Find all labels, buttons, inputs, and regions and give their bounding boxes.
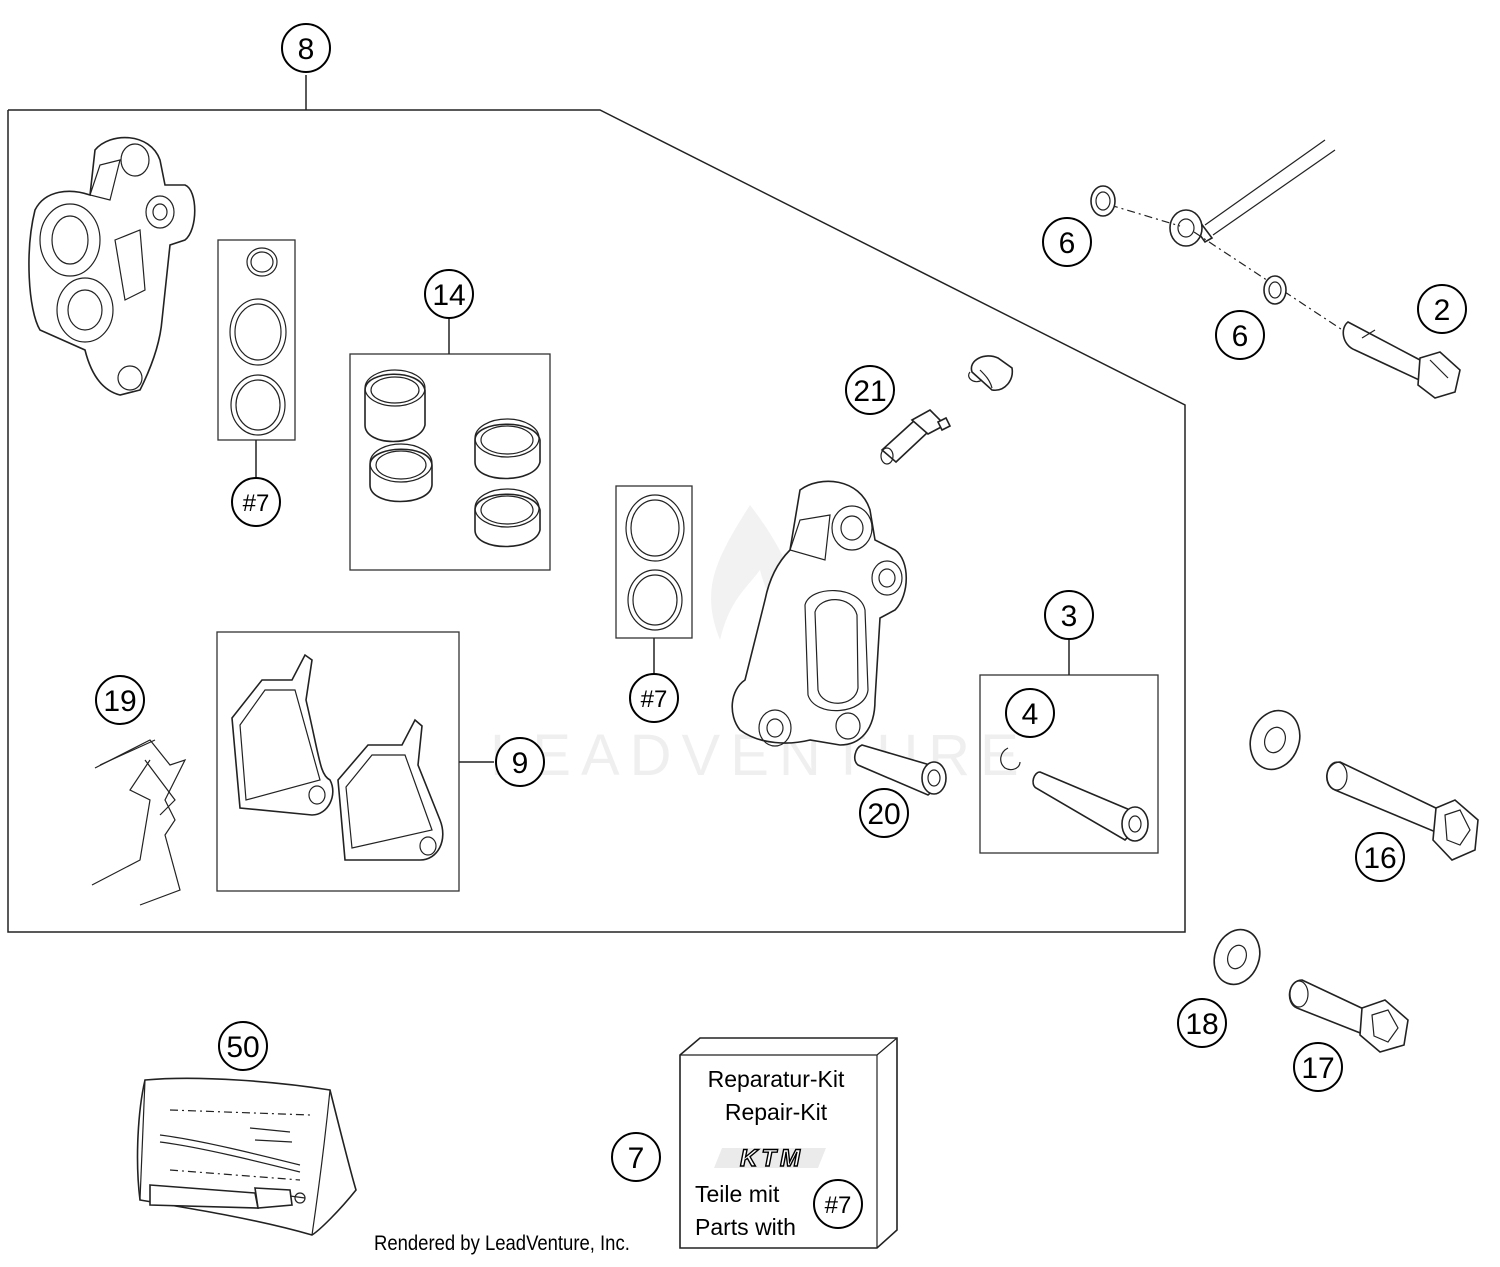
seal-kit-box-middle — [615, 485, 693, 674]
brake-caliper — [731, 480, 907, 747]
svg-text:20: 20 — [867, 798, 900, 831]
svg-text:50: 50 — [226, 1031, 259, 1064]
brake-line — [1109, 139, 1351, 336]
svg-text:#7: #7 — [641, 686, 668, 713]
callout-19[interactable]: 19 — [95, 675, 145, 725]
grease-bag — [136, 1077, 357, 1236]
repair-kit-line3: Teile mit — [695, 1181, 780, 1207]
svg-text:8: 8 — [298, 33, 315, 66]
svg-text:7: 7 — [628, 1142, 645, 1175]
svg-text:6: 6 — [1232, 320, 1249, 353]
callout-21[interactable]: 21 — [845, 365, 895, 415]
svg-text:6: 6 — [1059, 227, 1076, 260]
render-credit: Rendered by LeadVenture, Inc. — [374, 1232, 630, 1255]
callout-18[interactable]: 18 — [1177, 998, 1227, 1048]
brake-pads-box — [216, 631, 494, 892]
svg-text:9: 9 — [512, 747, 529, 780]
svg-text:3: 3 — [1061, 600, 1078, 633]
ktm-logo: KTM — [740, 1145, 804, 1172]
banjo-bolt — [1342, 321, 1461, 399]
callout-7-kit[interactable]: #7 — [825, 1192, 852, 1219]
repair-kit-line1: Reparatur-Kit — [708, 1066, 845, 1092]
callout-17[interactable]: 17 — [1293, 1042, 1343, 1092]
caliper-bracket-top — [28, 136, 196, 396]
svg-text:16: 16 — [1363, 842, 1396, 875]
svg-text:17: 17 — [1301, 1052, 1334, 1085]
callout-50[interactable]: 50 — [218, 1021, 268, 1071]
bleeder-valve — [880, 409, 952, 465]
callout-7[interactable]: 7 — [611, 1132, 661, 1182]
assembly-outline — [7, 75, 1186, 933]
callout-16[interactable]: 16 — [1355, 832, 1405, 882]
callout-8[interactable]: 8 — [281, 23, 331, 73]
svg-text:21: 21 — [853, 375, 886, 408]
callout-9[interactable]: 9 — [495, 737, 545, 787]
pin-kit-box — [979, 640, 1159, 854]
callout-3[interactable]: 3 — [1044, 590, 1094, 640]
pad-spring — [91, 739, 187, 906]
washer-18 — [1213, 928, 1261, 986]
washer-lower — [1263, 275, 1287, 305]
bleeder-cap — [968, 355, 1014, 391]
svg-text:19: 19 — [103, 685, 136, 718]
callout-2[interactable]: 2 — [1417, 284, 1467, 334]
callout-6-lower[interactable]: 6 — [1215, 310, 1265, 360]
washer-upper — [1090, 185, 1116, 217]
repair-kit-line4: Parts with — [695, 1214, 796, 1240]
svg-text:18: 18 — [1185, 1008, 1218, 1041]
callout-7-left[interactable]: #7 — [231, 477, 281, 527]
bolt-17 — [1288, 979, 1409, 1053]
callout-6-upper[interactable]: 6 — [1042, 217, 1092, 267]
svg-text:#7: #7 — [243, 490, 270, 517]
washer-16 — [1249, 709, 1301, 771]
repair-kit-line2: Repair-Kit — [725, 1099, 828, 1125]
bolt-16 — [1326, 761, 1479, 861]
pistons-box — [349, 318, 551, 571]
callout-14[interactable]: 14 — [424, 269, 474, 319]
callout-4[interactable]: 4 — [1005, 688, 1055, 738]
callout-7-middle[interactable]: #7 — [629, 673, 679, 723]
pin-bolt — [853, 744, 947, 796]
svg-text:4: 4 — [1022, 698, 1039, 731]
callout-20[interactable]: 20 — [859, 788, 909, 838]
repair-kit-box: Reparatur-Kit Repair-Kit KTM Teile mit P… — [679, 1037, 898, 1249]
seal-kit-box-left — [217, 239, 296, 478]
svg-text:14: 14 — [432, 279, 465, 312]
svg-text:2: 2 — [1434, 294, 1451, 327]
